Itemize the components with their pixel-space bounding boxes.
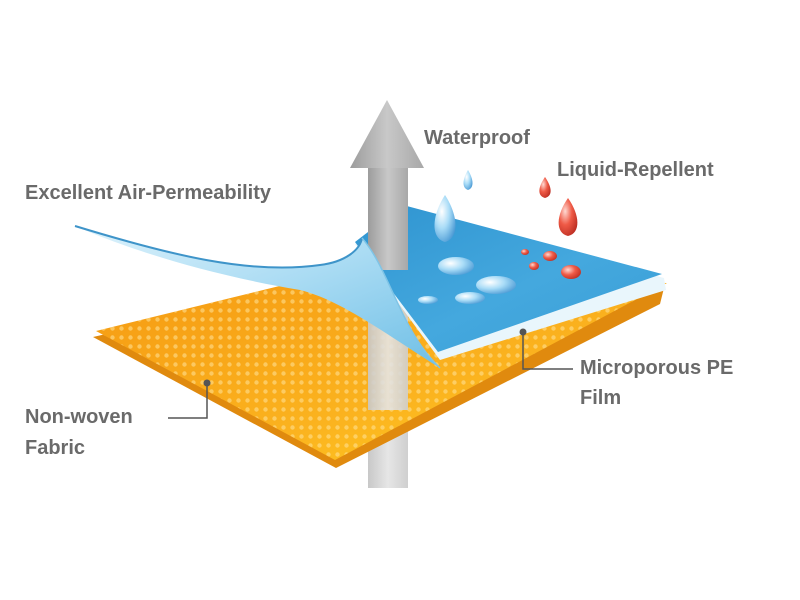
red-drop-icon (521, 177, 581, 279)
non-woven-label-line2: Fabric (25, 437, 86, 459)
air-permeability-label: Excellent Air-Permeability (25, 182, 272, 204)
waterproof-label: Waterproof (424, 127, 530, 149)
non-woven-label-line1: Non-woven (25, 406, 133, 428)
up-arrow-icon (350, 100, 424, 270)
curled-film-edge (74, 225, 441, 369)
liquid-repellent-label: Liquid-Repellent (557, 159, 714, 181)
pe-film-leader-line (519, 328, 573, 370)
water-drop-icon (418, 170, 516, 304)
pe-film-label-line2: Film (580, 387, 622, 409)
non-woven-leader-line (168, 379, 211, 419)
pe-film-label-line1: Microporous PE (580, 357, 734, 379)
